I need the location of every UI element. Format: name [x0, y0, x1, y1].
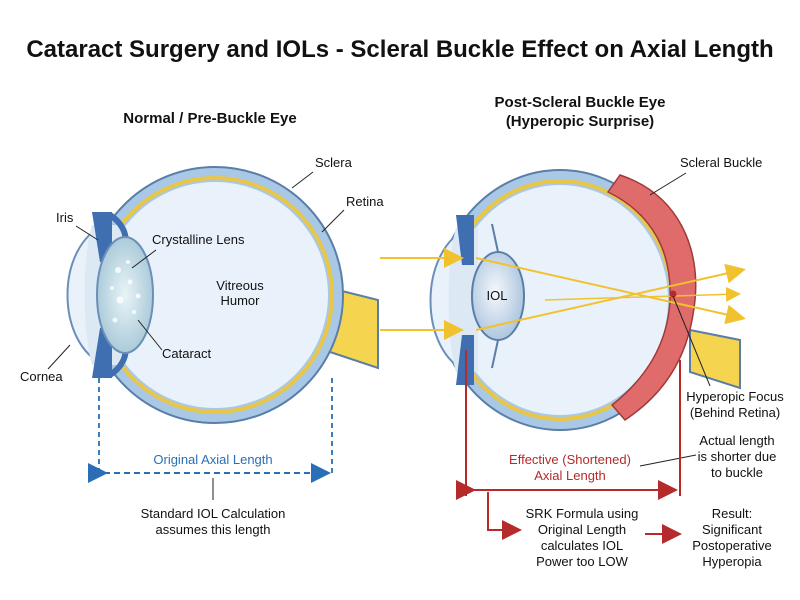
left-vitreous [102, 182, 328, 408]
left-eye-diagram: Normal / Pre-Buckle Eye Sclera Retina Ir [20, 110, 384, 537]
ray-bottom-through [475, 263, 746, 331]
srk-line-3: calculates IOL [541, 538, 623, 553]
label-cataract: Cataract [162, 346, 212, 361]
label-actual-length-2: is shorter due [698, 449, 777, 464]
label-actual-length-3: to buckle [711, 465, 763, 480]
srk-line-1: SRK Formula using [526, 506, 639, 521]
result-line-4: Hyperopia [702, 554, 762, 569]
label-hyperopic-focus-2: (Behind Retina) [690, 405, 780, 420]
label-actual-length-1: Actual length [699, 433, 774, 448]
effective-axial-length-2: Axial Length [534, 468, 606, 483]
cataract-specks [110, 260, 141, 323]
label-vitreous-2: Humor [220, 293, 260, 308]
crystalline-lens [96, 236, 154, 354]
right-heading-2: (Hyperopic Surprise) [506, 113, 654, 130]
result-line-2: Significant [702, 522, 762, 537]
standard-iol-note-2: assumes this length [156, 522, 271, 537]
label-scleral-buckle: Scleral Buckle [680, 155, 762, 170]
right-eye-diagram: Post-Scleral Buckle Eye (Hyperopic Surpr… [380, 94, 784, 569]
label-iol: IOL [487, 288, 508, 303]
ray-top-through [475, 257, 746, 325]
label-crystalline-lens: Crystalline Lens [152, 232, 245, 247]
page-title: Cataract Surgery and IOLs - Scleral Buck… [26, 36, 773, 63]
srk-line-4: Power too LOW [536, 554, 628, 569]
focus-point [669, 290, 677, 298]
right-optic-nerve [689, 328, 741, 390]
right-heading-1: Post-Scleral Buckle Eye [495, 94, 666, 111]
label-sclera: Sclera [315, 155, 353, 170]
left-heading: Normal / Pre-Buckle Eye [123, 110, 296, 127]
standard-iol-note-1: Standard IOL Calculation [141, 506, 286, 521]
result-line-3: Postoperative [692, 538, 772, 553]
ray-axis [544, 286, 741, 302]
result-line-1: Result: [712, 506, 752, 521]
scleral-buckle [606, 174, 697, 421]
effective-axial-length-1: Effective (Shortened) [509, 452, 631, 467]
label-hyperopic-focus-1: Hyperopic Focus [686, 389, 784, 404]
label-cornea: Cornea [20, 369, 63, 384]
label-vitreous-1: Vitreous [216, 278, 264, 293]
label-iris: Iris [56, 210, 74, 225]
srk-line-2: Original Length [538, 522, 626, 537]
arrow-to-srk [487, 492, 522, 540]
label-retina: Retina [346, 194, 384, 209]
original-axial-length-label: Original Axial Length [153, 452, 272, 467]
